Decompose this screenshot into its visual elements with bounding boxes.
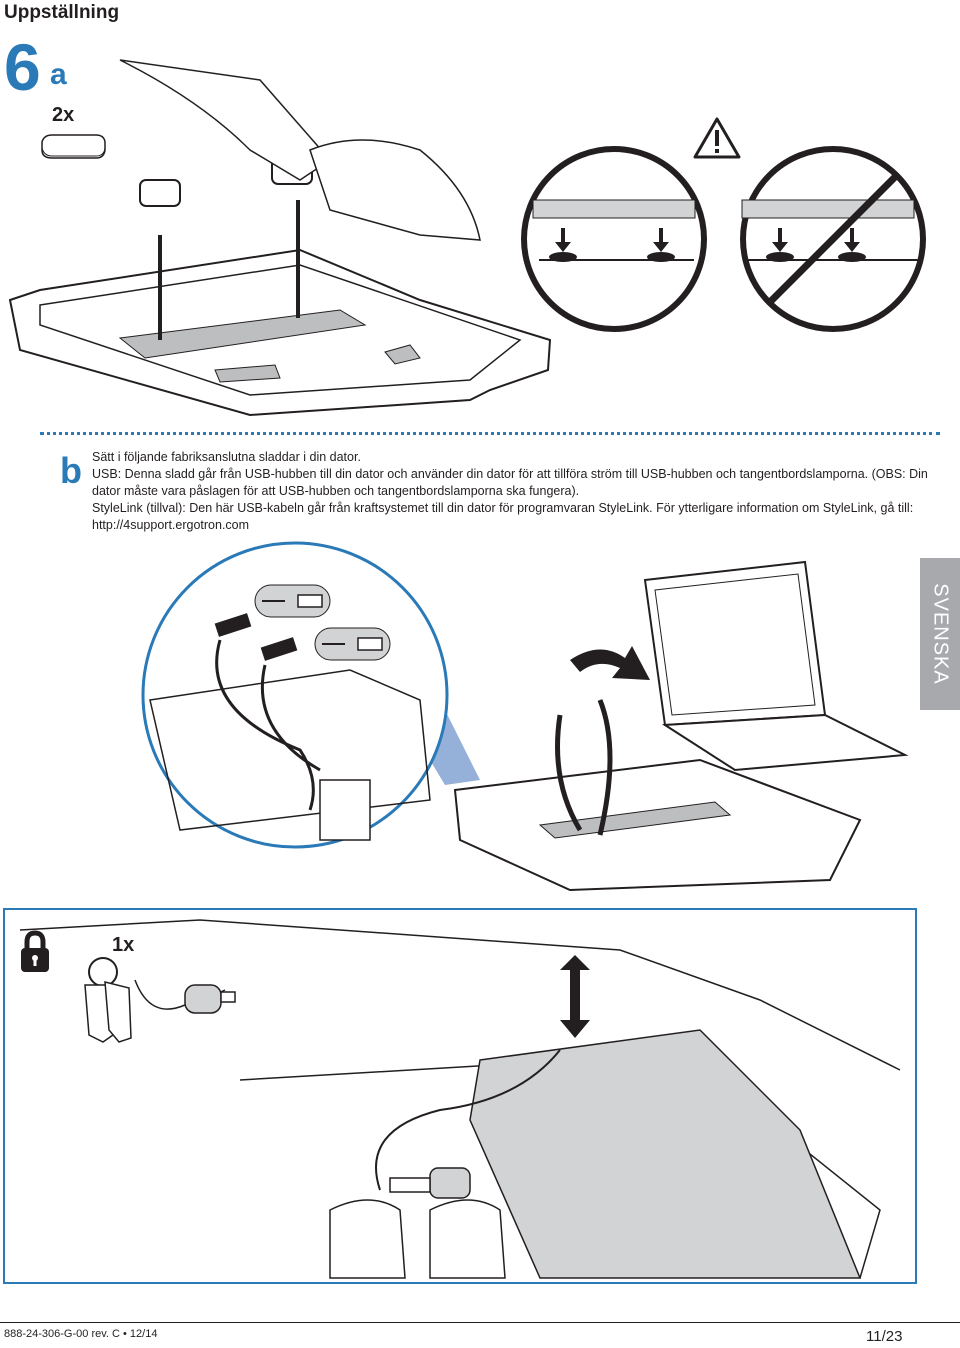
language-label: SVENSKA — [929, 583, 952, 685]
usb-icon — [262, 594, 323, 608]
instruction-line: StyleLink (tillval): Den här USB-kabeln … — [92, 501, 914, 515]
incorrect-placement-circle — [740, 146, 926, 332]
instruction-line: USB: Denna sladd går från USB-hubben til… — [92, 467, 928, 481]
tray-illustration — [8, 59, 552, 417]
correct-placement-circle — [521, 146, 707, 332]
document-code: 888-24-306-G-00 rev. C • 12/14 — [4, 1328, 158, 1340]
key-icon — [84, 957, 236, 1043]
page-number: 11/23 — [866, 1328, 903, 1345]
usb-illustration — [141, 541, 909, 892]
instruction-line: Sätt i följande fabriksanslutna sladdar … — [92, 450, 361, 464]
page-title: Uppställning — [4, 2, 120, 23]
instruction-line: dator måste vara påslagen för att USB-hu… — [92, 484, 580, 498]
padlock-icon — [21, 930, 49, 972]
usb-icon — [322, 637, 383, 651]
footer-divider — [0, 1322, 960, 1323]
felt-pad-icon — [41, 134, 106, 159]
instruction-line: http://4support.ergotron.com — [92, 518, 250, 532]
warning-icon — [693, 117, 741, 159]
lock-panel-frame — [3, 908, 917, 1284]
lock-illustration — [19, 919, 901, 1279]
substep-letter: b — [60, 450, 82, 491]
arrow-icon — [560, 955, 590, 1038]
section-divider — [40, 432, 940, 435]
step-letter: a — [50, 58, 67, 91]
step-number: 6 — [4, 30, 41, 104]
language-tab: SVENSKA — [920, 558, 960, 710]
arrow-icon — [570, 646, 650, 680]
quantity-label: 1x — [112, 934, 135, 956]
quantity-label: 2x — [52, 104, 75, 126]
